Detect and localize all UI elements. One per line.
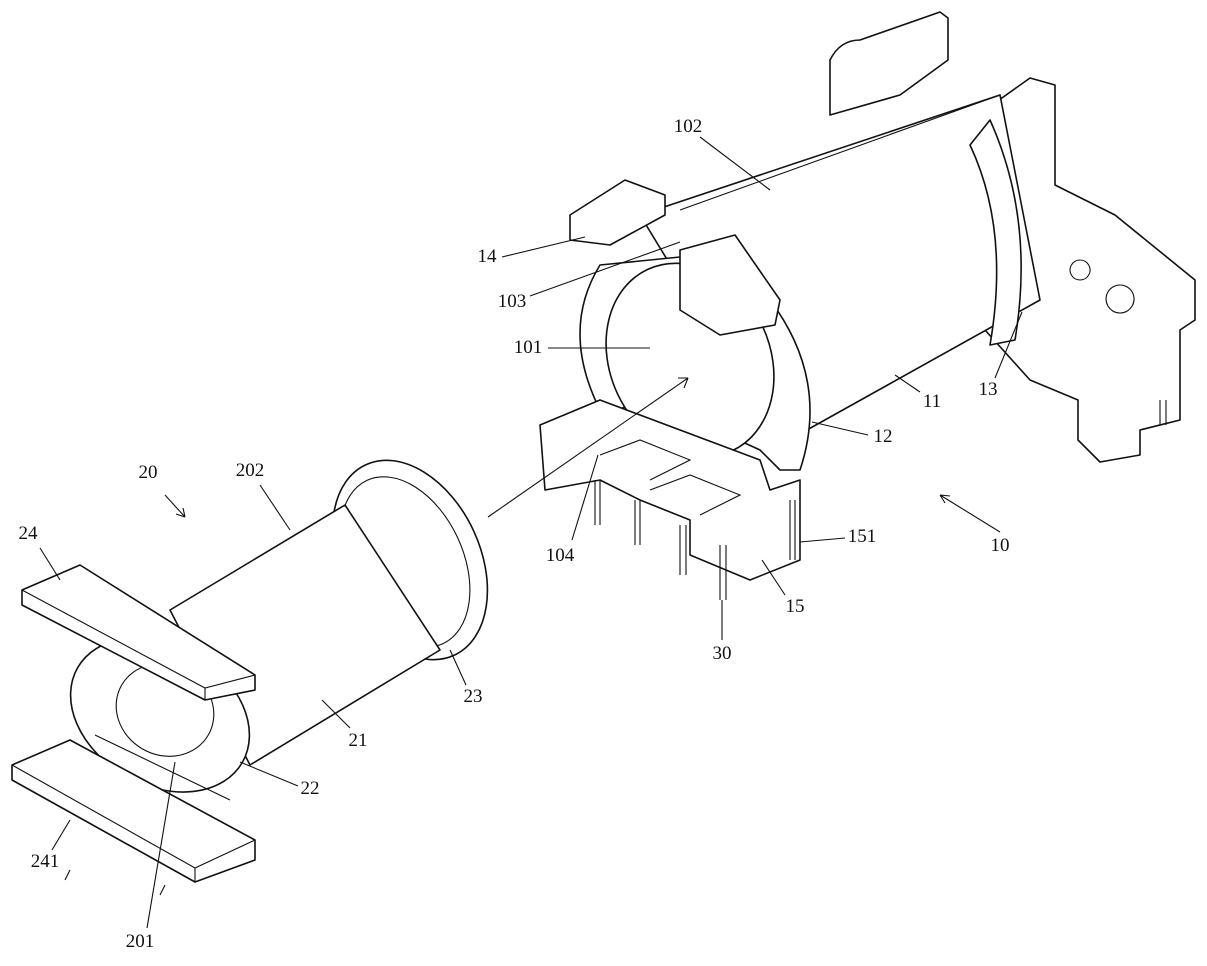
label-13: 13 [978,379,998,400]
label-14: 14 [477,246,497,267]
label-10: 10 [990,535,1010,556]
label-30: 30 [712,643,732,664]
label-11: 11 [922,391,942,412]
label-12: 12 [873,426,893,447]
label-202: 202 [235,460,265,481]
label-104: 104 [545,545,575,566]
core-assembly-20 [11,459,489,896]
center-axis-line [487,377,689,518]
label-241: 241 [30,851,60,872]
label-15: 15 [785,596,805,617]
label-20: 20 [138,462,158,483]
housing-10 [539,11,1196,600]
label-24: 24 [18,523,38,544]
label-103: 103 [497,291,527,312]
label-22: 22 [300,778,320,799]
label-102: 102 [673,116,703,137]
label-151: 151 [847,526,877,547]
leader-lines [39,136,1023,929]
label-21: 21 [348,730,368,751]
label-101: 101 [513,337,543,358]
label-201: 201 [125,931,155,952]
label-23: 23 [463,686,483,707]
